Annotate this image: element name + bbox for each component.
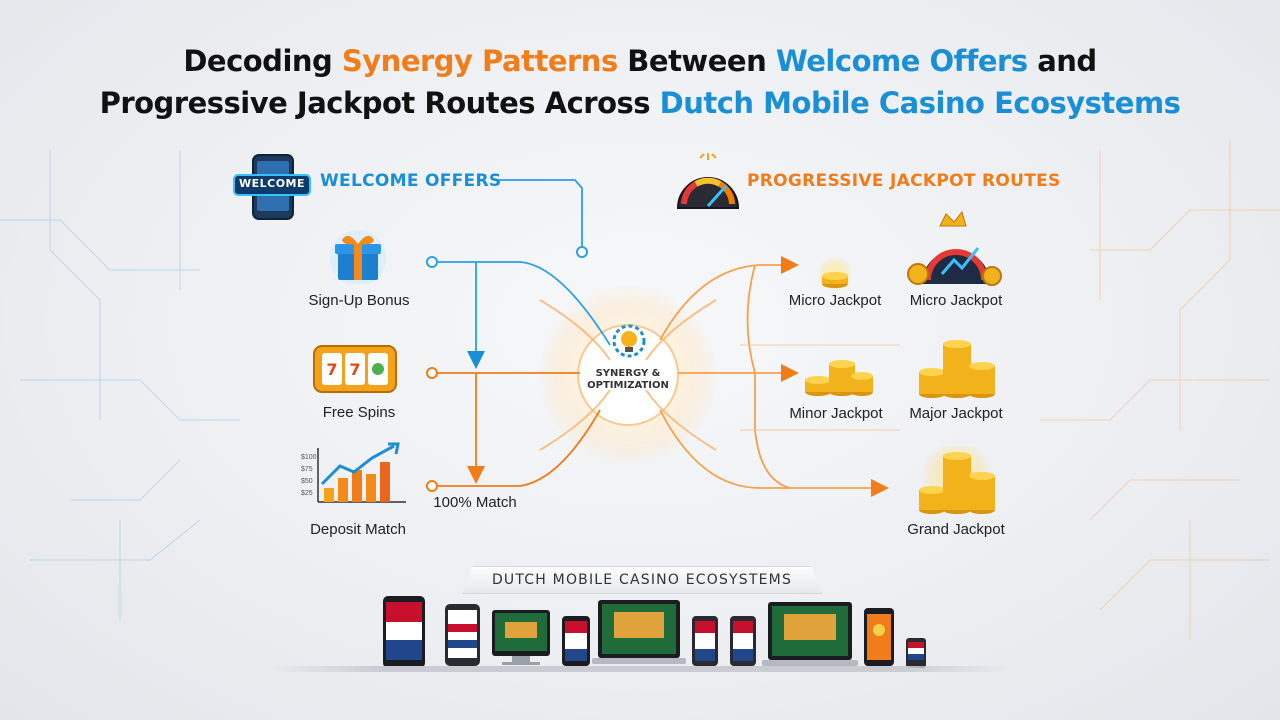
- hub-label: SYNERGY & OPTIMIZATION: [573, 368, 683, 392]
- lightbulb-gear-icon: [612, 324, 646, 363]
- coin-stack-grand-icon: [912, 440, 1002, 521]
- hub-rays: [539, 299, 717, 451]
- chart-tick-3: $50: [301, 478, 313, 485]
- chart-tick-4: $25: [301, 490, 313, 497]
- micro-jackpot-label-right: Micro Jackpot: [909, 292, 1003, 309]
- speedometer-icon: [672, 152, 744, 219]
- coin-stack-medium-icon: [798, 346, 878, 403]
- welcome-phone-icon: [233, 153, 311, 228]
- bar-chart-icon: [300, 440, 410, 511]
- coin-stack-large-icon: [912, 330, 1002, 405]
- welcome-connectors: [432, 179, 611, 369]
- svg-text:7: 7: [349, 360, 360, 379]
- svg-text:7: 7: [326, 360, 337, 379]
- deposit-match-label: Deposit Match: [310, 521, 406, 538]
- device-phone-6: [864, 608, 894, 666]
- gift-box-icon: [328, 226, 388, 289]
- jackpot-routes-heading: PROGRESSIVE JACKPOT ROUTES: [747, 171, 1061, 191]
- orange-connectors: [432, 372, 601, 487]
- node-dot: [426, 480, 438, 492]
- welcome-offers-heading: WELCOME OFFERS: [320, 171, 502, 191]
- device-laptop-2: [762, 602, 858, 666]
- coin-stack-small-icon: [810, 256, 860, 297]
- jackpot-connectors: [659, 256, 889, 497]
- chart-ticks: $100 $75 $50 $25: [301, 452, 317, 500]
- ecosystem-banner: DUTCH MOBILE CASINO ECOSYSTEMS: [462, 566, 822, 594]
- major-jackpot-label: Major Jackpot: [909, 405, 1003, 422]
- title-line-1: Decoding Synergy Patterns Between Welcom…: [183, 44, 1097, 78]
- device-phone-1: [383, 596, 425, 668]
- circuit-lines-left: [0, 150, 240, 620]
- minor-jackpot-label: Minor Jackpot: [789, 405, 883, 422]
- device-phone-4: [692, 616, 718, 666]
- device-phone-3: [562, 616, 590, 666]
- device-laptop-1: [592, 600, 686, 664]
- device-phone-2: [445, 604, 480, 666]
- device-monitor-1: [492, 610, 550, 665]
- device-phone-5: [730, 616, 756, 666]
- device-platform: [270, 666, 1010, 672]
- micro-jackpot-label-left: Micro Jackpot: [788, 292, 882, 309]
- title-line-2: Progressive Jackpot Routes Across Dutch …: [99, 86, 1181, 120]
- signup-bonus-label: Sign-Up Bonus: [308, 292, 410, 309]
- match-label: 100% Match: [433, 494, 517, 511]
- free-spins-label: Free Spins: [322, 404, 396, 421]
- chart-tick-1: $100: [301, 454, 317, 461]
- node-dot: [426, 367, 438, 379]
- chart-tick-2: $75: [301, 466, 313, 473]
- hub-line-2: OPTIMIZATION: [587, 380, 669, 391]
- circuit-lines-right: [1040, 140, 1280, 640]
- grand-jackpot-label: Grand Jackpot: [907, 521, 1005, 538]
- welcome-sign-text: WELCOME: [238, 177, 306, 190]
- device-phone-7: [906, 638, 926, 668]
- hub-line-1: SYNERGY &: [595, 368, 661, 379]
- node-dot: [426, 256, 438, 268]
- crown-gauge-icon: [904, 208, 1004, 293]
- page-title: Decoding Synergy Patterns Between Welcom…: [0, 40, 1280, 124]
- node-dot: [576, 246, 588, 258]
- slot-machine-icon: 7 7: [312, 344, 398, 399]
